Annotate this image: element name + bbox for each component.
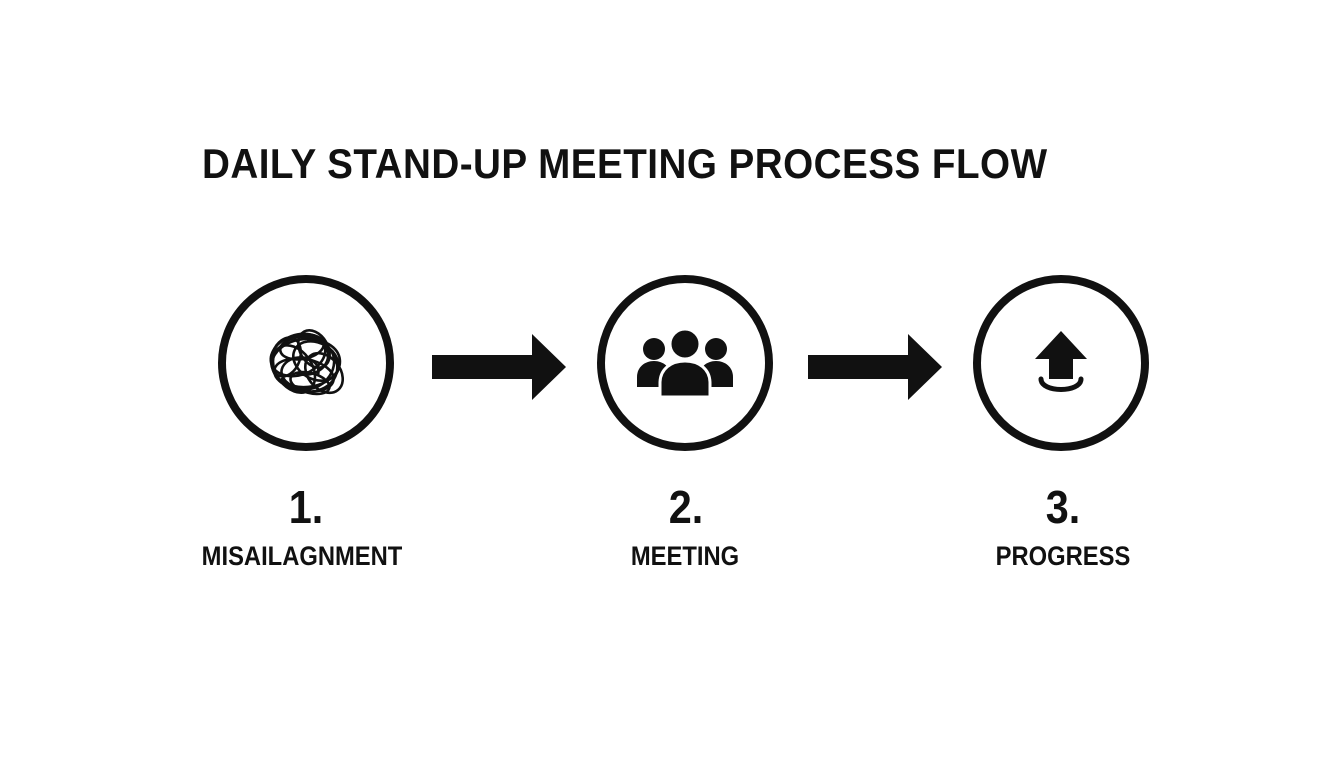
step-2-number: 2. <box>668 481 704 533</box>
flow-arrow-2 <box>808 334 942 400</box>
step-2-label: MEETING <box>630 541 740 571</box>
tangled-scribble-icon <box>269 329 345 396</box>
step-1-circle <box>218 275 394 451</box>
flow-arrow-1 <box>432 334 566 400</box>
diagram-title: DAILY STAND-UP MEETING PROCESS FLOW <box>202 140 1048 187</box>
step-1-label: MISAILAGNMENT <box>201 541 403 571</box>
step-2-circle <box>597 275 773 451</box>
team-people-icon <box>637 327 733 399</box>
step-3-circle <box>973 275 1149 451</box>
step-3-label: PROGRESS <box>995 541 1131 571</box>
step-1-number: 1. <box>288 481 324 533</box>
upward-arrow-icon <box>1035 331 1087 392</box>
step-3-number: 3. <box>1045 481 1081 533</box>
